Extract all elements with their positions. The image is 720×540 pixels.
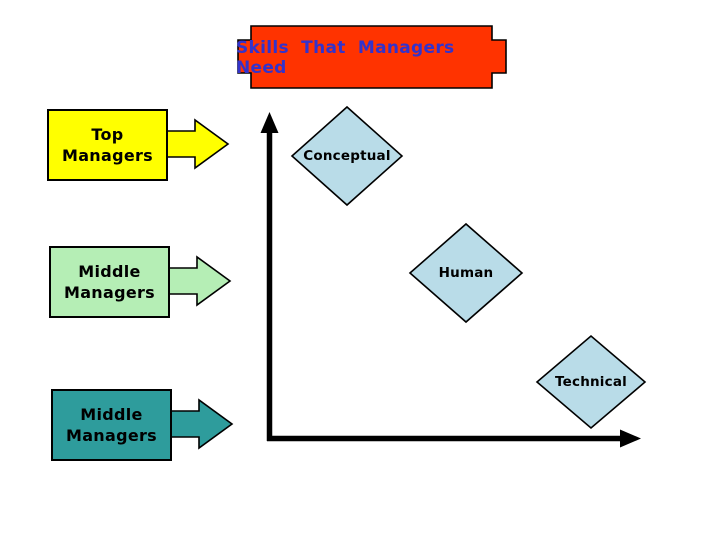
x-axis-arrowhead: [620, 429, 641, 448]
human-diamond[interactable]: [408, 222, 524, 324]
title-banner-shape[interactable]: [237, 25, 507, 89]
middle-managers-box[interactable]: [49, 246, 170, 318]
firstline-managers-label: Middle Managers: [65, 405, 158, 445]
human-label: Human: [438, 265, 494, 281]
top-managers-arrow[interactable]: [166, 118, 230, 170]
middle-managers-arrow[interactable]: [168, 255, 232, 307]
title-banner[interactable]: [236, 24, 508, 90]
conceptual-label: Conceptual: [303, 148, 391, 164]
top-managers-label: Top Managers: [61, 125, 154, 165]
middle-managers-label: Middle Managers: [63, 262, 156, 302]
conceptual-diamond[interactable]: [290, 105, 404, 207]
top-managers-box[interactable]: [47, 109, 168, 181]
technical-diamond[interactable]: [535, 334, 647, 430]
middle-managers-shape[interactable]: [49, 246, 233, 318]
firstline-managers-box[interactable]: [51, 389, 172, 461]
slide-title: Skills That Managers Need: [236, 38, 455, 78]
y-axis-arrowhead: [260, 112, 279, 133]
top-managers-shape[interactable]: [47, 109, 231, 181]
firstline-managers-arrow[interactable]: [170, 398, 234, 450]
firstline-managers-shape[interactable]: [51, 389, 235, 461]
technical-label: Technical: [555, 374, 627, 390]
